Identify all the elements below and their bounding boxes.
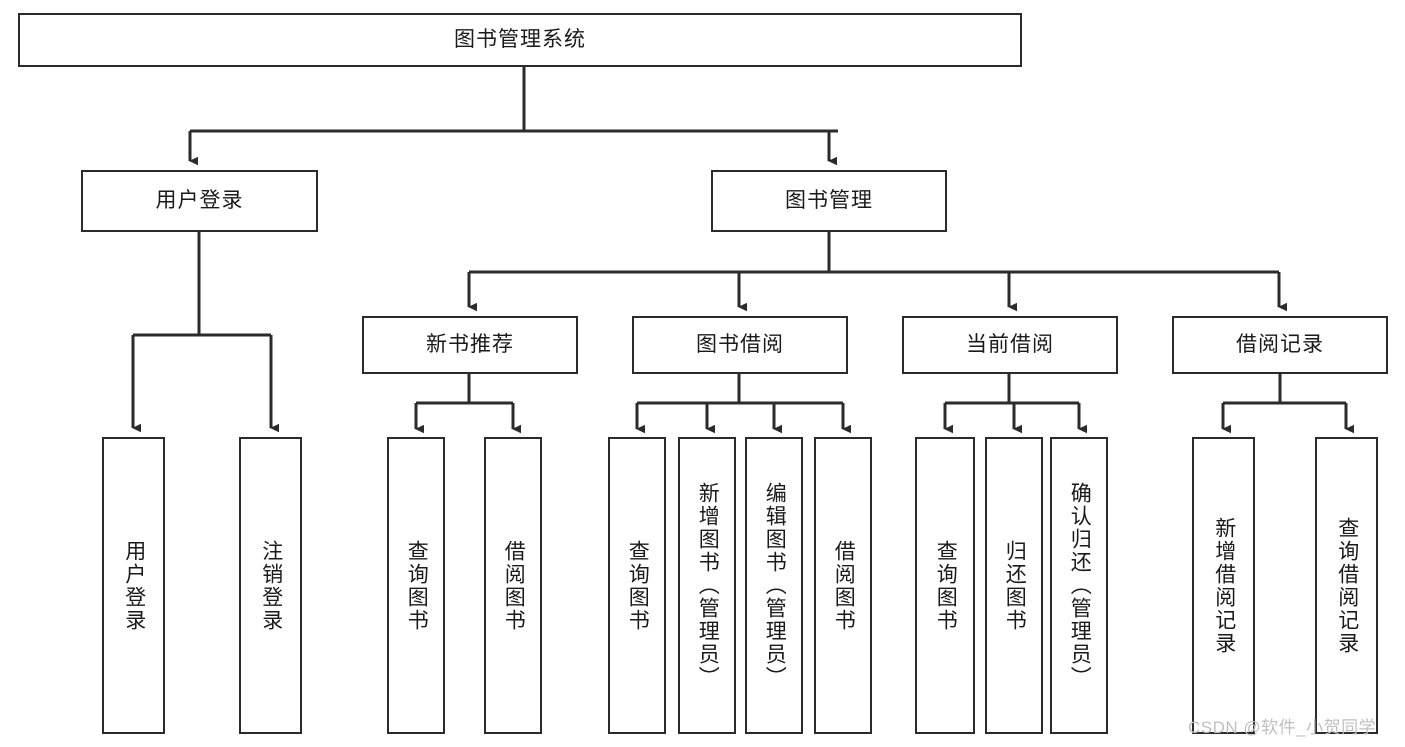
leaf-query-book-current[interactable]: 查询图书 [915, 437, 975, 734]
node-user-login-label: 用户登录 [155, 189, 244, 213]
node-book-management-label: 图书管理 [785, 189, 873, 213]
node-borrow-record-label: 借阅记录 [1236, 333, 1324, 357]
leaf-confirm-return-admin[interactable]: 确认归还（管理员） [1050, 437, 1108, 734]
node-current-borrow[interactable]: 当前借阅 [902, 316, 1118, 374]
node-new-book-recommend[interactable]: 新书推荐 [362, 316, 578, 374]
node-root-label: 图书管理系统 [454, 28, 586, 52]
leaf-logout[interactable]: 注销登录 [239, 437, 302, 734]
node-current-borrow-label: 当前借阅 [966, 333, 1054, 357]
leaf-add-book-admin-label: 新增图书（管理员） [696, 482, 720, 689]
node-root[interactable]: 图书管理系统 [18, 13, 1022, 67]
leaf-query-borrow-record-label: 查询借阅记录 [1335, 516, 1359, 655]
leaf-user-login-label: 用户登录 [122, 539, 146, 632]
leaf-query-book-rec[interactable]: 查询图书 [387, 437, 445, 734]
node-book-borrow-label: 图书借阅 [696, 333, 784, 357]
leaf-borrow-book[interactable]: 借阅图书 [814, 437, 872, 734]
leaf-edit-book-admin[interactable]: 编辑图书（管理员） [745, 437, 803, 734]
leaf-logout-label: 注销登录 [259, 539, 283, 632]
node-user-login[interactable]: 用户登录 [81, 170, 318, 232]
node-book-borrow[interactable]: 图书借阅 [632, 316, 848, 374]
leaf-borrow-book-rec-label: 借阅图书 [502, 539, 526, 632]
leaf-borrow-book-rec[interactable]: 借阅图书 [484, 437, 542, 734]
leaf-query-book-current-label: 查询图书 [934, 539, 958, 632]
leaf-add-borrow-record-label: 新增借阅记录 [1212, 516, 1236, 655]
node-new-book-recommend-label: 新书推荐 [426, 333, 514, 357]
leaf-user-login[interactable]: 用户登录 [102, 437, 165, 734]
leaf-return-book[interactable]: 归还图书 [985, 437, 1043, 734]
leaf-edit-book-admin-label: 编辑图书（管理员） [763, 482, 787, 689]
leaf-confirm-return-admin-label: 确认归还（管理员） [1068, 482, 1092, 689]
node-borrow-record[interactable]: 借阅记录 [1172, 316, 1388, 374]
leaf-query-book-borrow[interactable]: 查询图书 [608, 437, 666, 734]
leaf-add-book-admin[interactable]: 新增图书（管理员） [678, 437, 736, 734]
leaf-query-book-borrow-label: 查询图书 [626, 539, 650, 632]
leaf-return-book-label: 归还图书 [1003, 539, 1027, 632]
leaf-query-book-rec-label: 查询图书 [405, 539, 429, 632]
leaf-add-borrow-record[interactable]: 新增借阅记录 [1192, 437, 1255, 734]
leaf-query-borrow-record[interactable]: 查询借阅记录 [1315, 437, 1378, 734]
node-book-management[interactable]: 图书管理 [711, 170, 947, 232]
leaf-borrow-book-label: 借阅图书 [832, 539, 856, 632]
